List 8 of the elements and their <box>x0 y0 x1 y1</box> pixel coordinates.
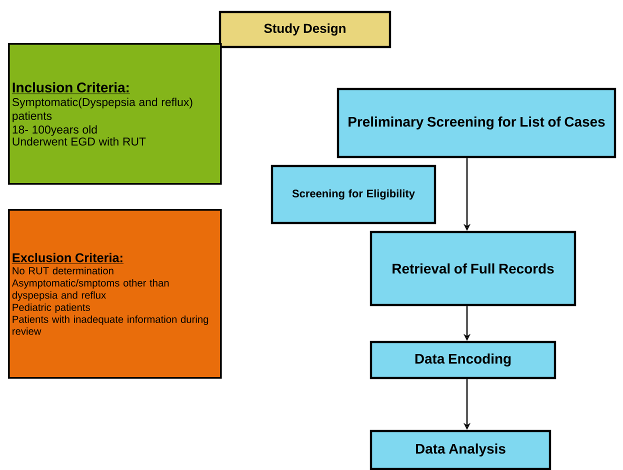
process-box: Data Encoding <box>370 340 556 380</box>
title-box: Study Design <box>218 10 392 48</box>
process-box: Preliminary Screening for List of Cases <box>336 88 616 158</box>
criteria-box: Inclusion Criteria: Symptomatic(Dyspepsia and reflux) patients 18- 100years old Underwent EGD with RUT <box>8 43 222 185</box>
process-box: Screening for Eligibility <box>270 164 436 224</box>
criteria-box: Exclusion Criteria: No RUT determination Asymptomatic/smptoms other than dyspepsia and reflux Pediatric patients Patients with inadequate information during review <box>8 208 222 379</box>
process-box: Retrieval of Full Records <box>370 230 576 306</box>
process-box: Data Analysis <box>370 430 552 470</box>
